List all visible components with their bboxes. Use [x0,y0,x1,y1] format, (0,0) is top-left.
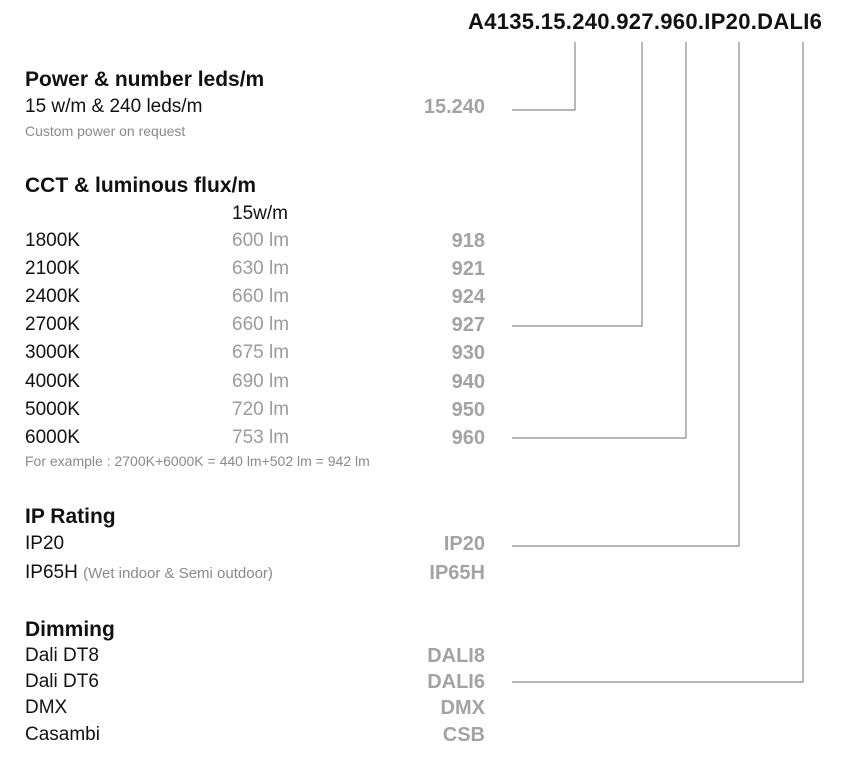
cct-value: 2400K [25,286,80,307]
flux-value: 690 lm [232,371,290,392]
cct-heading: CCT & luminous flux/m [25,174,256,197]
cct-code: 950 [451,399,485,421]
dimming-label: Casambi [25,724,100,745]
ip-code: IP65H [429,562,485,584]
connector-power [512,42,576,111]
ip-label-text: IP65H [25,562,78,583]
flux-value: 660 lm [232,314,290,335]
connector-cct-secondary [512,42,687,439]
ip-code: IP20 [443,533,485,555]
cct-value: 3000K [25,342,80,363]
dimming-code: DALI6 [427,671,485,693]
flux-value: 660 lm [232,286,290,307]
dimming-code: DALI8 [427,645,485,667]
power-note: Custom power on request [25,123,186,139]
cct-code: 921 [451,258,485,280]
cct-value: 1800K [25,230,80,251]
dimming-heading: Dimming [25,618,115,641]
cct-value: 6000K [25,427,80,448]
flux-value: 753 lm [232,427,290,448]
cct-example-note: For example : 2700K+6000K = 440 lm+502 l… [25,453,370,469]
cct-column-header: 15w/m [232,203,288,224]
cct-value: 5000K [25,399,80,420]
cct-code: 960 [451,427,485,449]
product-code-title: A4135.15.240.927.960.IP20.DALI6 [468,9,823,34]
flux-value: 600 lm [232,230,290,251]
cct-value: 2700K [25,314,80,335]
ip-label-subnote: (Wet indoor & Semi outdoor) [83,565,273,582]
cct-code: 927 [451,314,485,336]
connector-cct [512,42,643,327]
power-label: 15 w/m & 240 leds/m [25,96,203,117]
connector-dimming [512,42,804,683]
dimming-label: Dali DT8 [25,645,99,666]
power-code: 15.240 [423,96,485,118]
dimming-code: DMX [440,697,485,719]
ip-label: IP20 [25,533,65,554]
dimming-code: CSB [442,724,485,746]
dimming-label: Dali DT6 [25,671,99,692]
cct-value: 4000K [25,371,80,392]
flux-value: 675 lm [232,342,290,363]
ip-label: IP65H (Wet indoor & Semi outdoor) [25,562,273,584]
cct-value: 2100K [25,258,80,279]
flux-value: 720 lm [232,399,290,420]
cct-code: 940 [451,371,485,393]
flux-value: 630 lm [232,258,290,279]
dimming-label: DMX [25,697,68,718]
cct-code: 930 [451,342,485,364]
cct-code: 918 [451,230,485,252]
power-heading: Power & number leds/m [25,68,265,91]
ip-heading: IP Rating [25,505,116,528]
cct-code: 924 [451,286,485,308]
connector-ip [512,42,740,547]
